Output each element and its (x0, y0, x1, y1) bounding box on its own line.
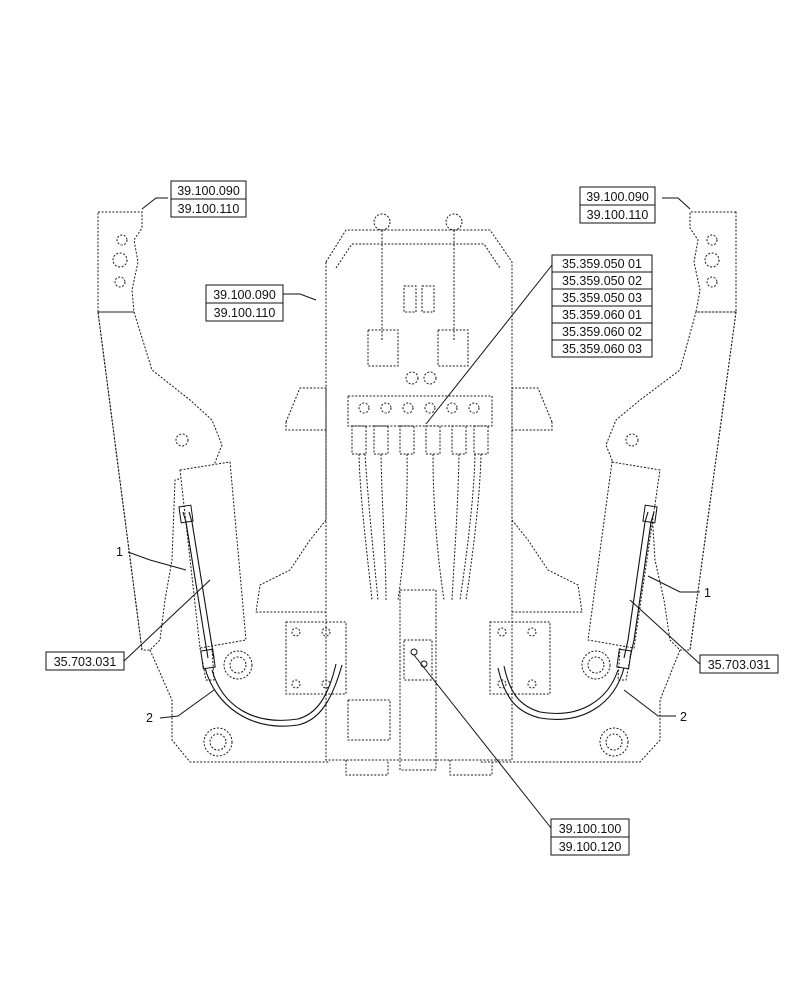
ref-upper-left-2: 39.100.110 (214, 306, 276, 320)
ref-bottom-1: 39.100.100 (559, 822, 622, 836)
ref-valve-4: 35.359.060 01 (562, 308, 642, 322)
ref-bottom-2: 39.100.120 (559, 840, 622, 854)
ref-top-right-2: 39.100.110 (587, 208, 649, 222)
valve-block (347, 395, 493, 455)
reference-label-top-right[interactable]: 39.100.090 39.100.110 (579, 186, 656, 224)
valve-hose-bundle (358, 453, 482, 601)
ref-top-right-1: 39.100.090 (586, 190, 649, 204)
callout-left-item-2: 2 (146, 711, 153, 725)
ref-valve-6: 35.359.060 03 (562, 342, 642, 356)
ref-right-cylinder: 35.703.031 (708, 658, 771, 672)
left-lift-arm (97, 211, 330, 763)
left-hose-assembly (178, 504, 343, 727)
ref-valve-3: 35.359.050 03 (562, 291, 642, 305)
left-hydraulic-cylinder (179, 461, 247, 681)
reference-label-right-cylinder[interactable]: 35.703.031 (699, 654, 779, 674)
ref-left-cylinder: 35.703.031 (54, 655, 117, 669)
ref-top-left-2: 39.100.110 (178, 202, 240, 216)
right-hydraulic-cylinder (587, 461, 661, 681)
callout-left-item-1: 1 (116, 545, 123, 559)
reference-label-bottom-center[interactable]: 39.100.100 39.100.120 (550, 818, 630, 856)
ref-top-left-1: 39.100.090 (177, 184, 240, 198)
reference-label-left-cylinder[interactable]: 35.703.031 (45, 651, 125, 671)
leader-lines (123, 197, 701, 829)
ref-valve-2: 35.359.050 02 (562, 274, 642, 288)
callout-right-item-1: 1 (704, 586, 711, 600)
control-levers (367, 213, 469, 385)
central-body (255, 229, 583, 776)
callout-right-item-2: 2 (680, 710, 687, 724)
left-lower-mount (285, 621, 391, 741)
right-hose-assembly (497, 504, 658, 720)
reference-label-top-left[interactable]: 39.100.090 39.100.110 (170, 180, 247, 218)
ref-valve-5: 35.359.060 02 (562, 325, 642, 339)
right-lift-arm (480, 211, 737, 763)
center-coupler (399, 589, 437, 771)
ref-upper-left-1: 39.100.090 (213, 288, 276, 302)
reference-label-valve-block[interactable]: 35.359.050 01 35.359.050 02 35.359.050 0… (551, 254, 653, 358)
ref-valve-1: 35.359.050 01 (562, 257, 642, 271)
reference-label-upper-left[interactable]: 39.100.090 39.100.110 (205, 284, 284, 322)
right-lower-mount (489, 621, 551, 695)
